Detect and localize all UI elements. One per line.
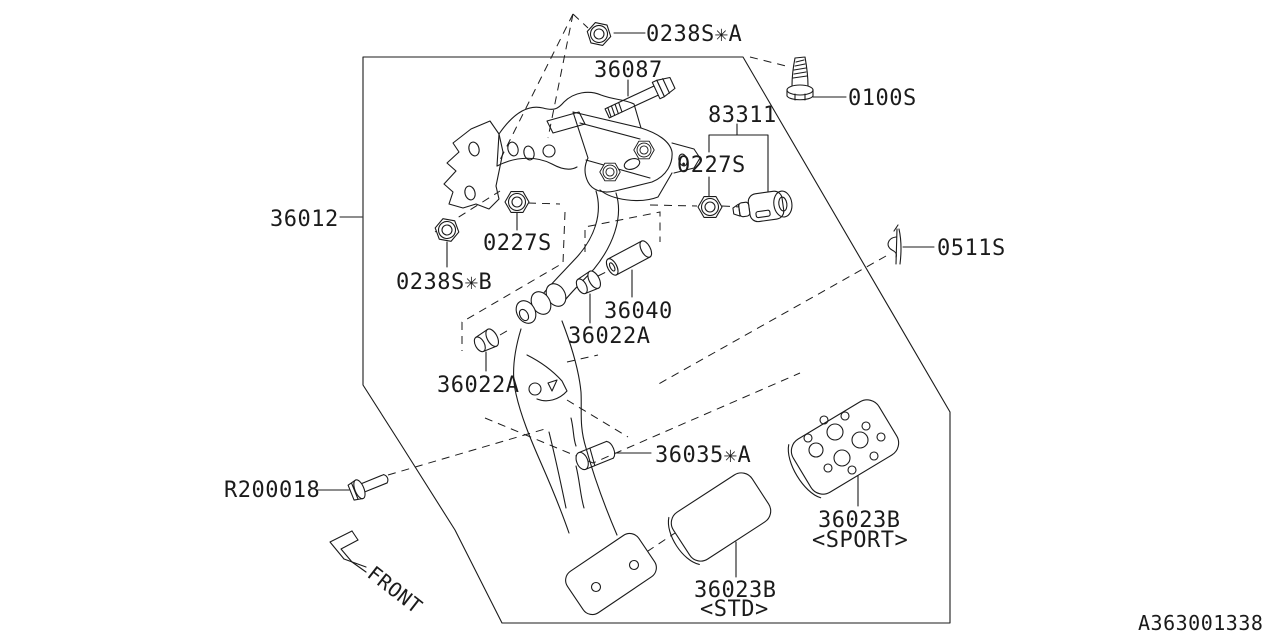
part-label-0238s-b[interactable]: 0238S✳B [396, 270, 492, 295]
screw-0100s-drawing [786, 56, 814, 101]
part-labels: 0238S✳A 36087 0100S 83311 0227S 0511S 36… [224, 22, 1006, 622]
part-label-0227s-left[interactable]: 0227S [483, 231, 552, 256]
part-label-36023b-std[interactable]: 36023B [694, 578, 776, 603]
bushing-lower-drawing [473, 328, 500, 353]
clevis-nut-icon [633, 140, 655, 160]
part-label-r200018[interactable]: R200018 [224, 478, 320, 503]
part-label-std-note[interactable]: <STD> [700, 597, 769, 622]
part-label-36023b-sport[interactable]: 36023B [818, 508, 900, 533]
part-label-36087[interactable]: 36087 [594, 58, 663, 83]
part-label-36022a-upper[interactable]: 36022A [568, 324, 650, 349]
part-label-sport-note[interactable]: <SPORT> [812, 528, 908, 553]
part-label-36040[interactable]: 36040 [604, 299, 673, 324]
pedal-arm-drawing [512, 320, 657, 616]
pad-std-drawing [667, 472, 772, 565]
nut-0227s-right-drawing [697, 196, 723, 218]
part-label-36022a-lower[interactable]: 36022A [437, 373, 519, 398]
part-label-36012[interactable]: 36012 [270, 207, 339, 232]
front-direction-label: FRONT [363, 561, 427, 619]
bolt-36087-drawing [604, 76, 676, 119]
figure-id: A363001338 [1138, 611, 1263, 635]
pivot-parts-drawing [473, 240, 653, 353]
pedal-bracket-drawing [443, 91, 701, 305]
bolt-r200018-drawing [347, 474, 389, 501]
pad-sport-drawing [787, 399, 900, 499]
diagram-border [362, 56, 951, 624]
part-label-0227s-right[interactable]: 0227S [677, 153, 746, 178]
clevis-nut-icon [599, 162, 621, 182]
leader-lines [317, 32, 935, 578]
stopper-36035-drawing [575, 440, 616, 471]
part-label-36035-a[interactable]: 36035✳A [655, 443, 751, 468]
part-label-0238s-a[interactable]: 0238S✳A [646, 22, 742, 47]
nut-0238sb-drawing [434, 218, 460, 242]
nut-0238sa-drawing [586, 22, 612, 46]
bushing-upper-drawing [575, 270, 602, 295]
part-label-83311[interactable]: 83311 [708, 103, 777, 128]
spacer-drawing [605, 240, 653, 276]
front-arrow-icon [329, 530, 367, 573]
switch-83311-drawing [732, 190, 793, 223]
part-label-0511s[interactable]: 0511S [937, 236, 1006, 261]
nut-0227s-left-drawing [504, 191, 530, 213]
clip-0511s-drawing [887, 224, 902, 265]
part-label-0100s[interactable]: 0100S [848, 86, 917, 111]
